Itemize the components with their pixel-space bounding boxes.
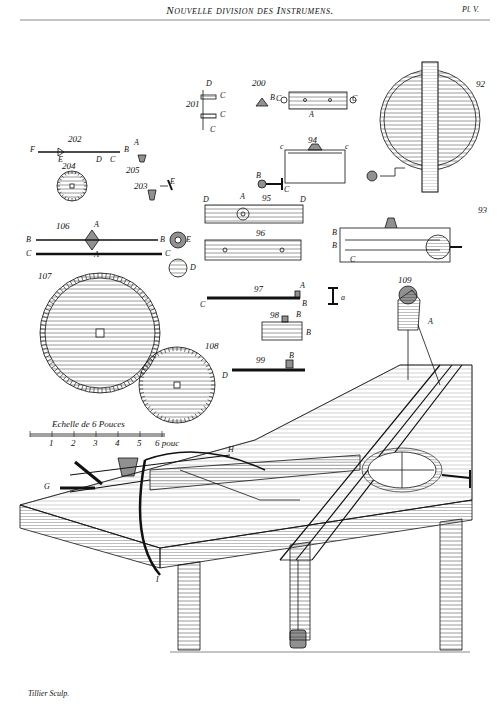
part-letter: C	[284, 186, 289, 194]
part-letter: Pl. V.	[462, 6, 479, 14]
part-letter: B	[26, 236, 31, 244]
figure-number: 5	[137, 439, 142, 448]
part-letter: A	[300, 282, 305, 290]
figure-number: 106	[56, 222, 70, 231]
part-letter: D	[206, 80, 212, 88]
part-letter: B	[332, 229, 337, 237]
part-letter: D	[190, 264, 196, 272]
figure-number: 201	[186, 100, 200, 109]
figure-number: 3	[93, 439, 98, 448]
figure-number: 94	[308, 136, 317, 145]
part-letter: G	[44, 483, 50, 491]
figure-number: 4	[115, 439, 120, 448]
figure-number: 109	[398, 276, 412, 285]
part-letter: C	[165, 250, 170, 258]
part-letter: C	[220, 111, 225, 119]
part-letter: C	[220, 92, 225, 100]
figure-number: 1	[49, 439, 54, 448]
part-letter: C	[26, 250, 31, 258]
part-letter: C	[110, 156, 115, 164]
figure-number: 107	[38, 272, 52, 281]
part-letter: E	[170, 178, 175, 186]
figure-number: 97	[254, 285, 263, 294]
part-letter: A	[309, 111, 314, 119]
figure-number: 99	[256, 356, 265, 365]
part-letter: D	[96, 156, 102, 164]
part-letter: C	[350, 256, 355, 264]
part-letter: A	[134, 139, 139, 147]
part-letter: E	[186, 236, 191, 244]
part-letter: D	[300, 196, 306, 204]
part-letter: B	[256, 172, 261, 180]
part-letter: D	[203, 196, 209, 204]
part-letter: B	[302, 300, 307, 308]
part-letter: C	[200, 301, 205, 309]
part-letter: C	[352, 95, 357, 103]
part-letter: B	[332, 242, 337, 250]
figure-number: 95	[262, 194, 271, 203]
figure-number: 204	[62, 162, 76, 171]
part-letter: B	[289, 352, 294, 360]
part-letter: C	[210, 126, 215, 134]
part-letter: A	[240, 193, 245, 201]
figure-number: 203	[134, 182, 148, 191]
part-letter: Echelle de 6 Pouces	[52, 420, 125, 429]
figure-number: 202	[68, 135, 82, 144]
part-letter: B	[296, 311, 301, 319]
figure-number: 92	[476, 80, 485, 89]
part-letter: A	[94, 221, 99, 229]
part-letter: a	[341, 294, 345, 302]
figure-number: 93	[478, 206, 487, 215]
figure-number: 108	[205, 342, 219, 351]
plate-title: Nouvelle division des Instrumens.	[0, 5, 500, 16]
part-letter: c	[345, 143, 349, 151]
part-letter: B	[160, 236, 165, 244]
part-letter: Tillier Sculp.	[28, 690, 69, 698]
part-letter: 6 pouc	[155, 439, 179, 448]
part-letter: c	[280, 143, 284, 151]
part-letter: F	[30, 146, 35, 154]
figure-number: 200	[252, 79, 266, 88]
figure-number: 2	[71, 439, 76, 448]
part-letter: A	[428, 318, 433, 326]
part-letter: A	[94, 251, 99, 259]
part-letter: H	[228, 446, 234, 454]
figure-number: 205	[126, 166, 140, 175]
part-letter: C	[276, 95, 281, 103]
part-letter: B	[306, 329, 311, 337]
part-letter: B	[124, 146, 129, 154]
part-letter: B	[270, 94, 275, 102]
part-letter: I	[156, 576, 159, 584]
part-letter: D	[222, 372, 228, 380]
figure-number: 98	[270, 311, 279, 320]
figure-number: 96	[256, 229, 265, 238]
